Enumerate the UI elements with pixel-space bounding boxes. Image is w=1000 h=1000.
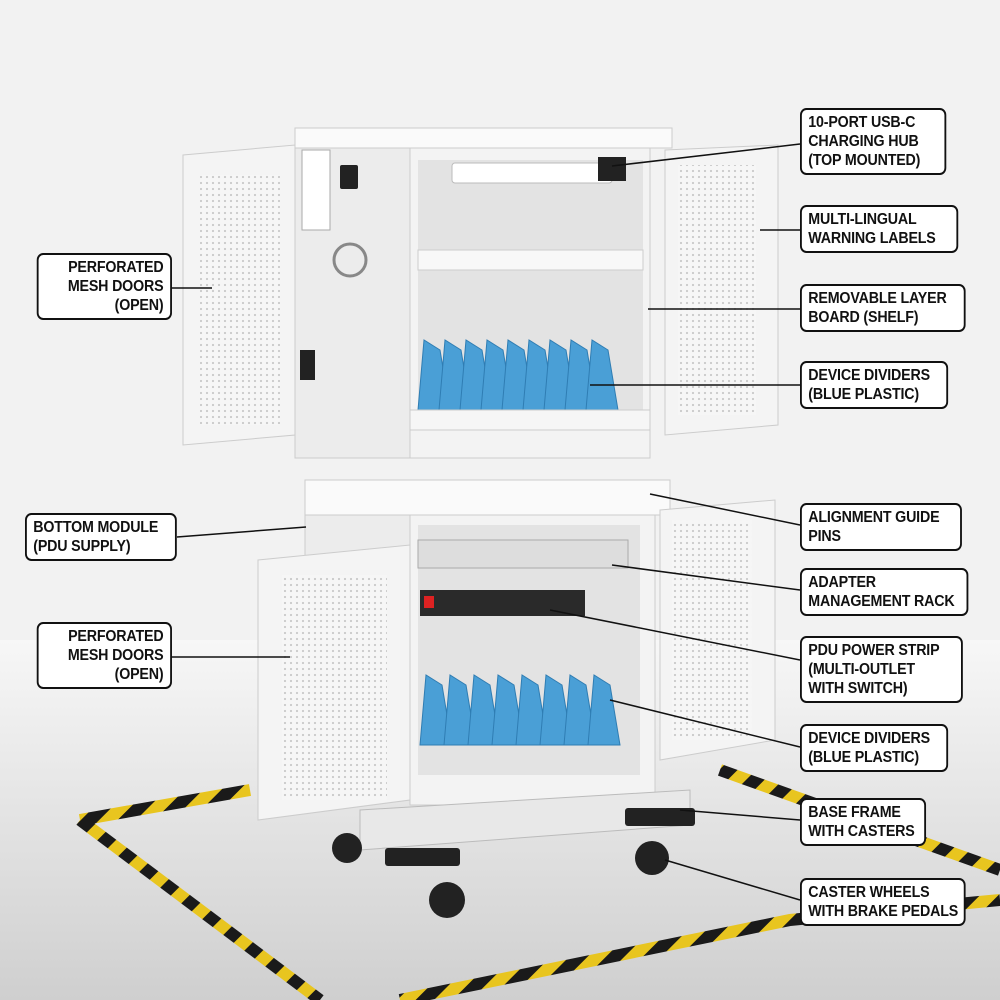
callout-line: (BLUE PLASTIC): [808, 386, 919, 403]
callout-line: BASE FRAME: [808, 804, 901, 821]
top-cabinet: [182, 127, 779, 459]
adapter-rack: [417, 539, 629, 569]
callout-line: ALIGNMENT GUIDE: [808, 509, 940, 526]
callout-line: MESH DOORS: [67, 278, 164, 295]
callout-line: (PDU SUPPLY): [33, 538, 131, 555]
callout-line: WITH SWITCH): [808, 680, 908, 697]
callout-line: CASTER WHEELS: [808, 884, 930, 901]
callout-line: (MULTI-OUTLET: [808, 661, 915, 678]
shelf: [417, 249, 644, 271]
device-divider: [515, 674, 549, 746]
callout-label: PDU POWER STRIP (MULTI-OUTLET WITH SWITCH): [800, 636, 963, 703]
callout-line: PINS: [808, 528, 841, 545]
caster-wheels: [332, 808, 695, 918]
callout-line: (OPEN): [114, 666, 164, 683]
callout-label: BASE FRAME WITH CASTERS: [800, 798, 926, 846]
callout-line: BOARD (SHELF): [808, 309, 919, 326]
callout-label: BOTTOM MODULE (PDU SUPPLY): [25, 513, 177, 561]
callout-line: 10-PORT USB-C: [808, 114, 916, 131]
callout-line: BOTTOM MODULE: [33, 519, 159, 536]
callout-label: DEVICE DIVIDERS (BLUE PLASTIC): [800, 361, 948, 409]
device-divider: [443, 674, 477, 746]
device-divider: [539, 674, 573, 746]
callout-line: REMOVABLE LAYER: [808, 290, 947, 307]
usb-c-hub: [451, 162, 613, 184]
device-divider: [563, 674, 597, 746]
callout-line: ADAPTER: [808, 574, 876, 591]
callout-line: PERFORATED: [68, 259, 164, 276]
callout-line: PDU POWER STRIP: [808, 642, 940, 659]
leader-lines: [160, 143, 801, 901]
callout-line: WARNING LABELS: [808, 230, 936, 247]
device-divider: [419, 674, 453, 746]
callout-label: DEVICE DIVIDERS (BLUE PLASTIC): [800, 724, 948, 772]
device-divider: [491, 674, 525, 746]
device-divider: [587, 674, 621, 746]
bottom-cabinet: [257, 479, 776, 918]
callout-label: ALIGNMENT GUIDE PINS: [800, 503, 962, 551]
device-divider: [467, 674, 501, 746]
callout-line: (TOP MOUNTED): [808, 152, 921, 169]
callout-line: DEVICE DIVIDERS: [808, 367, 930, 384]
callout-line: MESH DOORS: [67, 647, 164, 664]
callout-label: CASTER WHEELS WITH BRAKE PEDALS: [800, 878, 966, 926]
callout-line: DEVICE DIVIDERS: [808, 730, 930, 747]
callout-line: MULTI-LINGUAL: [808, 211, 917, 228]
callout-label: 10-PORT USB-C CHARGING HUB (TOP MOUNTED): [800, 108, 946, 175]
callout-label: PERFORATED MESH DOORS (OPEN): [36, 253, 172, 320]
callout-label: REMOVABLE LAYER BOARD (SHELF): [800, 284, 966, 332]
callout-line: PERFORATED: [68, 628, 164, 645]
callout-label: MULTI-LINGUAL WARNING LABELS: [800, 205, 958, 253]
callout-line: WITH BRAKE PEDALS: [808, 903, 959, 920]
callout-line: (OPEN): [114, 297, 164, 314]
callout-line: WITH CASTERS: [808, 823, 915, 840]
callout-line: CHARGING HUB: [808, 133, 919, 150]
callout-line: (BLUE PLASTIC): [808, 749, 919, 766]
device-dividers-bottom: [419, 674, 621, 746]
callout-line: MANAGEMENT RACK: [808, 593, 955, 610]
callout-label: PERFORATED MESH DOORS (OPEN): [36, 622, 172, 689]
callout-label: ADAPTER MANAGEMENT RACK: [800, 568, 968, 616]
fan: [332, 242, 368, 278]
